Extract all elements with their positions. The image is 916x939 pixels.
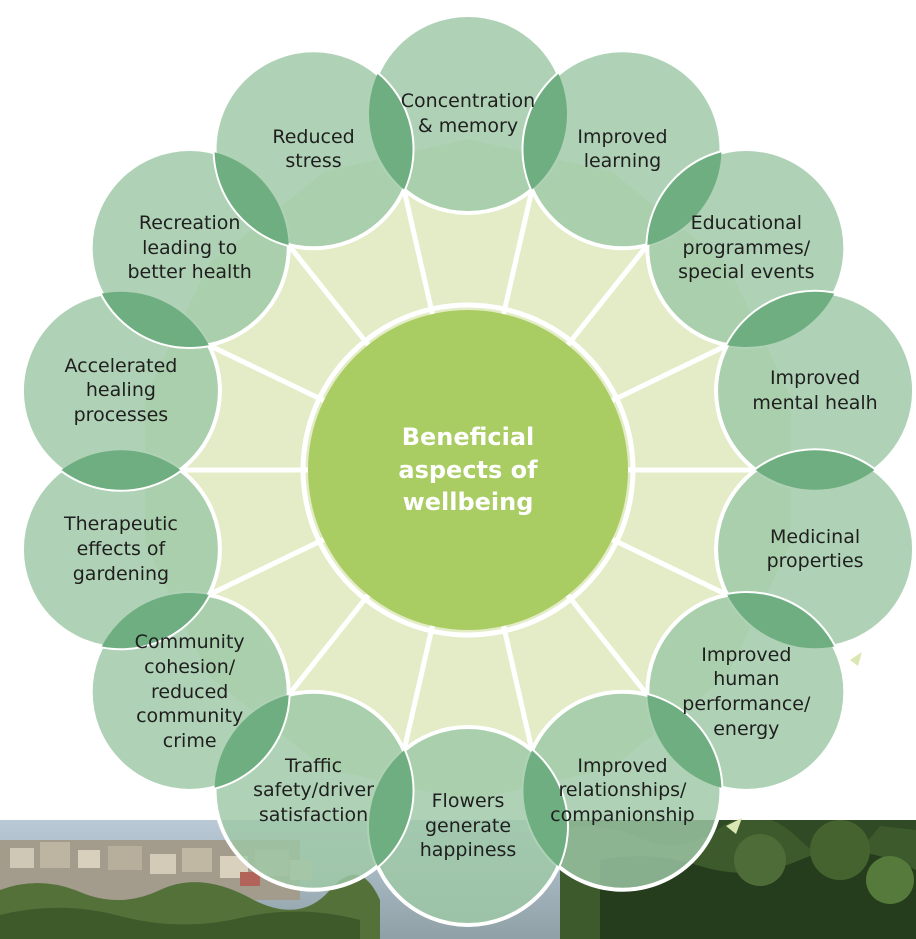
bubble-overlap: [716, 592, 846, 649]
cycle-arrow-1: [850, 652, 862, 666]
center-circle: [308, 310, 628, 630]
bubble-overlap: [214, 691, 289, 791]
inner-ring: [300, 302, 636, 638]
bubble-overlap: [90, 291, 220, 348]
bubble-overlap: [647, 149, 722, 249]
bubble-overlap: [647, 691, 722, 791]
cycle-arrow-2: [726, 818, 742, 834]
bubble-overlap: [214, 149, 289, 249]
bubble-overlap: [90, 592, 220, 649]
bubble-overlap: [716, 291, 846, 348]
